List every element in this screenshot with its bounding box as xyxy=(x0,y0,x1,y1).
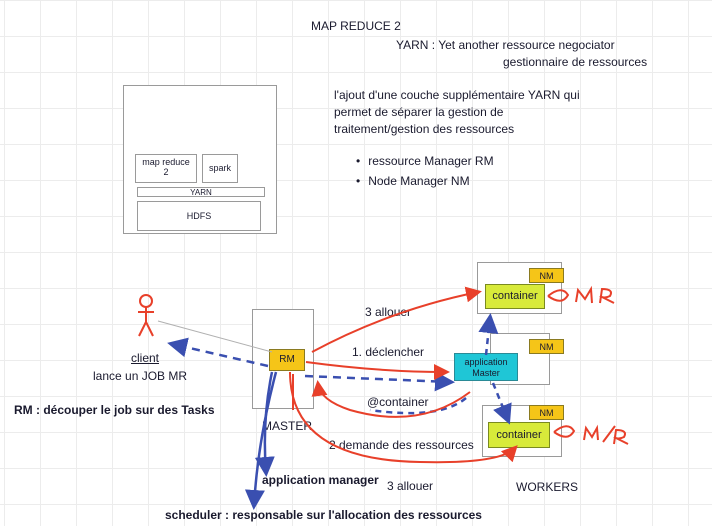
rm-note: RM : découper le job sur des Tasks xyxy=(14,403,215,417)
mapreduce-label: map reduce xyxy=(142,157,190,167)
container-1: container xyxy=(485,284,545,309)
spark-box: spark xyxy=(202,154,238,183)
client-label: client xyxy=(131,351,160,365)
label-scheduler: scheduler : responsable sur l'allocation… xyxy=(165,508,482,522)
bullet-list: ressource Manager RM Node Manager NM xyxy=(356,154,494,194)
appmaster-to-container3-arrow xyxy=(491,382,512,425)
workers-label: WORKERS xyxy=(516,480,579,494)
mr-annotation-1 xyxy=(547,285,615,304)
mapreduce-version: 2 xyxy=(163,167,169,177)
master-label: MASTER xyxy=(262,419,313,433)
hdfs-box: HDFS xyxy=(137,201,261,231)
paragraph-line-2: permet de séparer la gestion de xyxy=(334,105,504,119)
rm-to-container1-arrow xyxy=(311,286,482,353)
yarn-definition-2: gestionnaire de ressources xyxy=(503,55,648,69)
mr-annotation-2 xyxy=(553,424,629,445)
at-container-curve xyxy=(369,397,467,415)
container-label-3: container xyxy=(496,429,542,441)
rm-to-appmaster-red xyxy=(305,361,450,380)
scheduler-arrow xyxy=(244,371,278,510)
label-at-container: @container xyxy=(367,395,429,409)
label-allouer-2: 3 allouer xyxy=(387,479,434,493)
container-label-1: container xyxy=(492,290,538,302)
label-demande: 2 demande des ressources xyxy=(329,438,474,452)
nm-label-3: NM xyxy=(539,408,554,418)
page-title: MAP REDUCE 2 xyxy=(311,19,401,33)
hdfs-label: HDFS xyxy=(186,211,212,221)
yarn-box: YARN xyxy=(137,187,265,197)
application-master-label-2: Master xyxy=(472,368,500,378)
nm-label-1: NM xyxy=(539,271,554,281)
label-declencher: 1. déclencher xyxy=(352,345,425,359)
application-master: application Master xyxy=(454,353,518,381)
nm-badge-2: NM xyxy=(529,339,564,354)
paragraph-line-3: traitement/gestion des ressources xyxy=(334,122,515,136)
paragraph-line-1: l'ajout d'une couche supplémentaire YARN… xyxy=(334,88,580,102)
client-sub: lance un JOB MR xyxy=(93,369,188,383)
client-figure xyxy=(138,294,154,337)
application-master-label-1: application xyxy=(464,357,508,367)
rm-label: RM xyxy=(279,354,295,365)
rm-to-client-arrow xyxy=(167,337,269,368)
nm-badge-3: NM xyxy=(529,405,564,420)
yarn-label: YARN xyxy=(190,188,212,197)
yarn-definition: YARN : Yet another ressource negociator xyxy=(396,38,615,52)
bullet-rm: ressource Manager RM xyxy=(356,154,493,168)
bullet-nm: Node Manager NM xyxy=(356,174,494,188)
client-master-link xyxy=(157,320,273,353)
rm-to-appmaster-arrow xyxy=(304,371,455,392)
nm-badge-1: NM xyxy=(529,268,564,283)
label-allouer-1: 3 allouer xyxy=(365,305,412,319)
appmaster-to-rm-red xyxy=(311,380,471,418)
spark-label: spark xyxy=(208,163,231,173)
rm-box: RM xyxy=(269,349,305,371)
rm-to-container3-red xyxy=(289,371,518,464)
label-app-manager: application manager xyxy=(262,473,379,487)
nm-label-2: NM xyxy=(539,342,554,352)
mapreduce-box: map reduce 2 xyxy=(135,154,197,183)
appmaster-to-container1-arrow xyxy=(478,313,499,356)
container-3: container xyxy=(488,422,550,448)
